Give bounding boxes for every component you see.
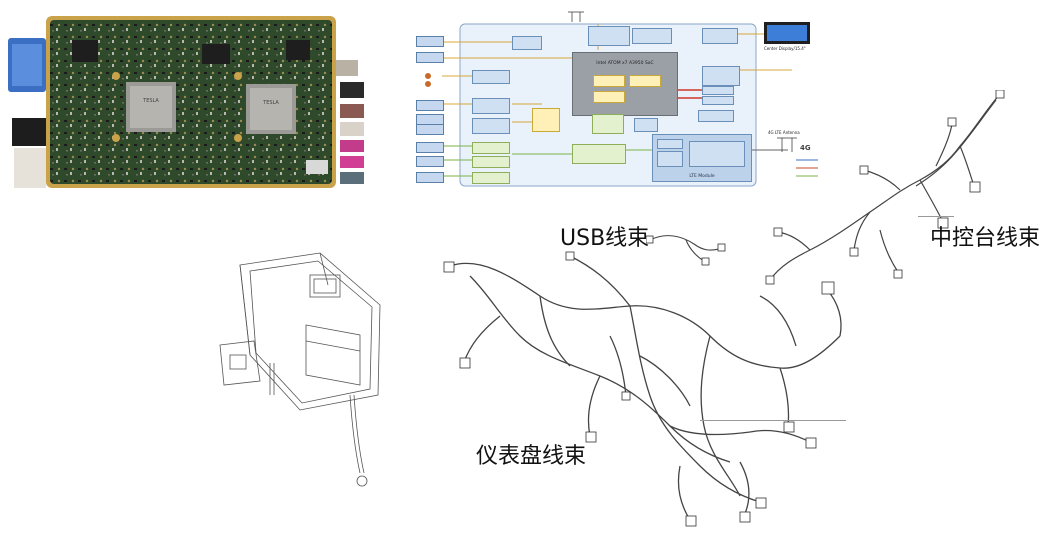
block-diagram: Intel ATOM x7 A3950 SoC LTE Module Cente… (412, 10, 820, 190)
chip-label-1: TESLA (142, 98, 159, 104)
instrument-panel-harness-label: 仪表盘线束 (476, 444, 587, 469)
pcb-board-photo: TESLA TESLA (6, 10, 368, 192)
display-label: Center Display/15.4" (764, 46, 806, 51)
lte-module-label: LTE Module (689, 174, 715, 179)
soc-block: Intel ATOM x7 A3950 SoC (572, 52, 678, 116)
lte-module: LTE Module (652, 134, 752, 182)
center-console-pointer-line (918, 216, 954, 217)
instrument-panel-pointer-line (700, 420, 846, 421)
instrument-panel-harness-drawing (440, 236, 860, 536)
ecu-unit-drawing (210, 245, 390, 495)
usb-harness-drawing (645, 226, 726, 266)
chip-label-2: TESLA (262, 100, 279, 106)
lte-4g-badge: 4G (800, 144, 811, 152)
center-console-harness-drawing (760, 89, 1010, 300)
antenna-label: 4G LTE Antenna (768, 130, 800, 135)
center-console-harness-label: 中控台线束 (930, 226, 1041, 251)
usb-harness-label: USB线束 (560, 226, 650, 251)
soc-label: Intel ATOM x7 A3950 SoC (596, 61, 654, 66)
